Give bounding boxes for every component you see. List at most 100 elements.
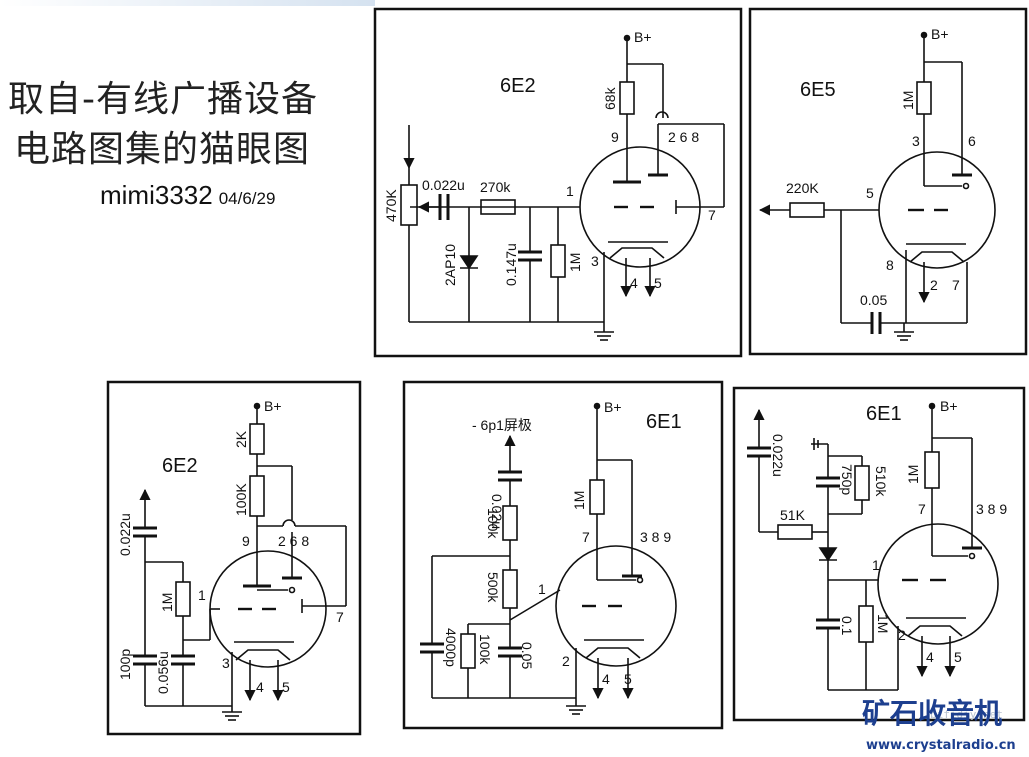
- panel-3-r-top-label: 2K: [233, 430, 249, 448]
- panel-5-tube: [877, 523, 999, 645]
- panel-3-c-056-label: 0.056u: [155, 651, 171, 694]
- panel-5-pin-heater-a: 4: [926, 649, 934, 665]
- panel-4-pin-target: 3 8 9: [640, 529, 671, 545]
- panel-2-pin-heater-b: 7: [952, 277, 960, 293]
- panel-2-plate-resistor: [916, 81, 932, 115]
- author-name: mimi3332: [100, 180, 213, 210]
- panel-5-resistor-51k: [777, 524, 813, 540]
- panel-4-frame: [402, 380, 724, 730]
- panel-3-pin-plate: 9: [242, 533, 250, 549]
- panel-2-plate-r-label: 1M: [900, 91, 916, 110]
- panel-3-pin-heater-a: 4: [256, 679, 264, 695]
- panel-3-resistor-100k: [249, 475, 265, 517]
- panel-5-schematic: [732, 386, 1026, 722]
- panel-4-c-4000p-label: 4000p: [443, 628, 459, 667]
- panel-3-supply-label: B+: [264, 398, 282, 414]
- panel-5-grid-resistor: [858, 605, 874, 643]
- watermark-brand: 矿石收音机: [862, 697, 1003, 730]
- panel-3-r-plate-label: 100K: [233, 483, 249, 516]
- panel-2-pin-grid: 5: [866, 185, 874, 201]
- panel-5-supply-label: B+: [940, 398, 958, 414]
- panel-1-pin-grid: 1: [566, 183, 574, 199]
- panel-1-diode-label: 2AP10: [442, 244, 458, 286]
- panel-4-supply-label: B+: [604, 399, 622, 415]
- panel-5-resistor-510k: [854, 465, 870, 501]
- panel-5-pin-target: 3 8 9: [976, 501, 1007, 517]
- panel-2-pin-target: 6: [968, 133, 976, 149]
- panel-1-series-resistor: [480, 199, 516, 215]
- panel-2-supply-label: B+: [931, 26, 949, 42]
- panel-3-frame: [106, 380, 362, 736]
- panel-4-pin-plate: 7: [582, 529, 590, 545]
- panel-4-r-100k-label: 100k: [485, 508, 501, 539]
- panel-3-pin-defl: 7: [336, 609, 344, 625]
- panel-1-pin-cathode: 3: [591, 253, 599, 269]
- panel-2-tube-name: 6E5: [800, 79, 836, 101]
- panel-1-tube-name: 6E2: [500, 75, 536, 97]
- panel-3-pin-heater-b: 5: [282, 679, 290, 695]
- panel-1-grid-resistor: [550, 244, 566, 278]
- panel-5-r-510k-label: 510k: [873, 466, 889, 497]
- panel-1-input-pot-label: 470K: [383, 189, 399, 222]
- panel-5-r-51k-label: 51K: [780, 507, 806, 523]
- panel-1-coupling-c-label: 0.022u: [422, 177, 465, 193]
- panel-4-c-in-label: 0.02u: [489, 494, 505, 529]
- panel-4-r-100k-b-label: 100k: [477, 634, 493, 665]
- panel-5-pin-plate: 7: [918, 501, 926, 517]
- panel-5-tube-name: 6E1: [866, 403, 902, 425]
- panel-1-plate-r-label: 68k: [602, 86, 618, 110]
- page-title-line2: 电路图集的猫眼图: [14, 129, 311, 170]
- panel-4-pin-heater-b: 5: [624, 671, 632, 687]
- panel-2-series-r-label: 220K: [786, 180, 819, 196]
- panel-4-plate-resistor: [589, 479, 605, 515]
- panel-5-pin-grid: 1: [872, 557, 880, 573]
- panel-1-pin-heater-b: 5: [654, 275, 662, 291]
- panel-5-c-01-label: 0.1: [839, 616, 855, 636]
- panel-4-tube: [555, 545, 677, 667]
- panel-2-schematic: [748, 7, 1028, 356]
- panel-5-pin-cathode: 2: [898, 627, 906, 643]
- panel-3-resistor-2k: [249, 423, 265, 455]
- panel-1-plate-resistor: [619, 81, 635, 115]
- panel-1-pin-defl: 7: [708, 207, 716, 223]
- panel-3-pin-target: 2 6 8: [278, 533, 309, 549]
- panel-5-plate-r-label: 1M: [905, 465, 921, 484]
- author-date: 04/6/29: [218, 189, 276, 208]
- panel-3-tube-name: 6E2: [162, 455, 198, 477]
- panel-5-grid-r-label: 1M: [875, 614, 891, 633]
- panel-2-series-resistor: [789, 202, 825, 218]
- panel-3-grid-r-label: 1M: [159, 593, 175, 612]
- panel-1-series-r-label: 270k: [480, 179, 511, 195]
- panel-4-r-500k-label: 500k: [485, 572, 501, 603]
- panel-1-pin-heater-a: 4: [630, 275, 638, 291]
- panel-3-c-100p-label: 100p: [117, 649, 133, 680]
- panel-3-pin-grid: 1: [198, 587, 206, 603]
- panel-4-plate-r-label: 1M: [571, 491, 587, 510]
- panel-4-pin-heater-a: 4: [602, 671, 610, 687]
- panel-3-grid-resistor: [175, 581, 191, 617]
- panel-5-plate-resistor: [924, 451, 940, 489]
- panel-4-pin-cathode: 2: [562, 653, 570, 669]
- panel-2-pin-heater-a: 2: [930, 277, 938, 293]
- panel-5-diode: [818, 547, 838, 562]
- panel-1-grid-r-label: 1M: [567, 253, 583, 272]
- panel-4-tube-name: 6E1: [646, 411, 682, 433]
- panel-3-c-in-label: 0.022u: [117, 513, 133, 556]
- panel-3-pin-cathode: 3: [222, 655, 230, 671]
- panel-3-schematic: [106, 380, 362, 736]
- watermark-faint-url: bifidiy.net: [930, 708, 1003, 721]
- panel-2-pin-cathode: 8: [886, 257, 894, 273]
- panel-1-input-pot: [400, 184, 418, 226]
- panel-1-filter-c-label: 0.147u: [503, 243, 519, 286]
- panel-2-frame: [748, 7, 1028, 356]
- panel-4-resistor-100k-b: [460, 633, 476, 669]
- panel-2-pin-plate: 3: [912, 133, 920, 149]
- watermark-url: www.crystalradio.cn: [866, 738, 1016, 753]
- panel-5-pin-heater-b: 5: [954, 649, 962, 665]
- panel-1-frame: [373, 7, 743, 358]
- panel-4-pin-grid: 1: [538, 581, 546, 597]
- panel-5-c-750p-label: 750p: [839, 464, 855, 495]
- panel-1-pin-plate: 9: [611, 129, 619, 145]
- author-credit: mimi3332 04/6/29: [100, 180, 275, 211]
